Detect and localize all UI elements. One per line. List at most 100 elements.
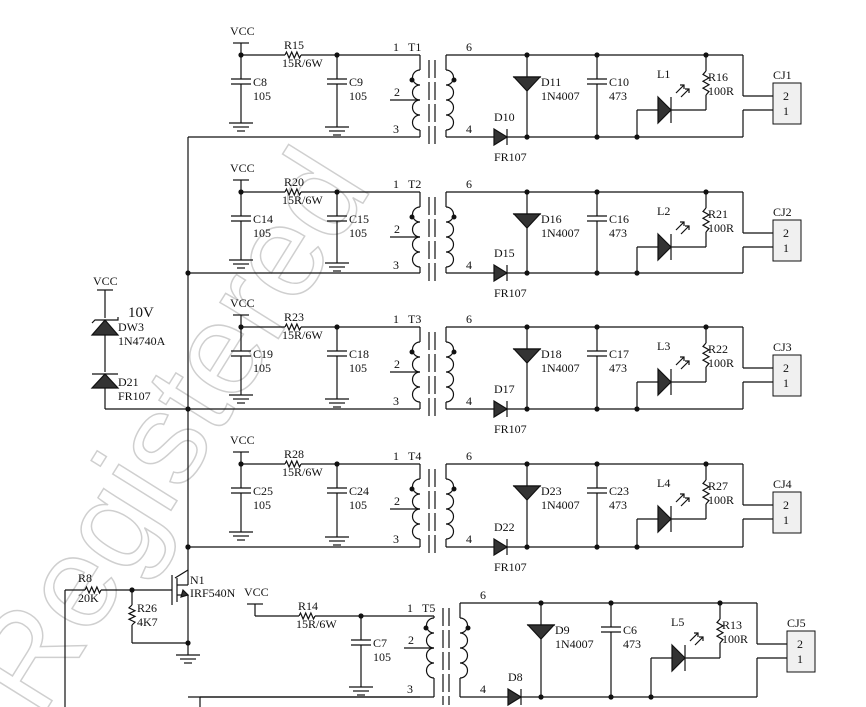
vcc-label: VCC (93, 274, 118, 288)
diode-value: 1N4007 (555, 637, 594, 651)
pin-label: 2 (408, 633, 414, 647)
connector-name: CJ4 (773, 477, 792, 491)
diode-name: D23 (541, 484, 562, 498)
resistor-value: 15R/6W (282, 193, 323, 207)
junction-dot (703, 52, 709, 58)
light-emission-icon (694, 632, 704, 641)
junction-dot (185, 544, 191, 550)
led-symbol (657, 95, 672, 125)
pin-label: 4 (466, 532, 472, 546)
vcc-label: VCC (230, 161, 255, 175)
pin-label: 1 (393, 40, 399, 54)
pin-label: 2 (394, 357, 400, 371)
resistor-value: 100R (708, 356, 734, 370)
vcc-label: VCC (230, 24, 255, 38)
capacitor-value: 105 (349, 498, 367, 512)
connector-name: CJ2 (773, 205, 792, 219)
diode-symbol (507, 687, 523, 707)
resistor-value: 15R/6W (296, 617, 337, 631)
capacitor-name: C6 (623, 623, 637, 637)
resistor-name: R13 (722, 618, 742, 632)
capacitor-value: 105 (253, 89, 271, 103)
resistor-name: R20 (284, 175, 304, 189)
pin-label: 6 (466, 177, 472, 191)
transformer-coil (445, 206, 455, 268)
led-name: L4 (657, 476, 670, 490)
resistor-symbol (284, 459, 302, 469)
connector-name: CJ3 (773, 340, 792, 354)
resistor-value: 15R/6W (282, 465, 323, 479)
polarity-dot (409, 486, 415, 492)
diode-value: FR107 (494, 286, 527, 300)
resistor-name: R22 (708, 342, 728, 356)
diode-symbol (512, 348, 542, 364)
resistor-value: 100R (708, 84, 734, 98)
capacitor-name: C8 (253, 75, 267, 89)
diode-symbol (493, 127, 509, 147)
vcc-label: VCC (244, 585, 269, 599)
resistor-name: R16 (708, 70, 728, 84)
mosfet-arrow (180, 588, 190, 598)
resistor-name: R15 (284, 38, 304, 52)
led-symbol (657, 232, 672, 262)
pin-label: 4 (466, 122, 472, 136)
transformer-name: T5 (422, 601, 435, 615)
diode-symbol (512, 213, 542, 229)
light-emission-icon (680, 356, 690, 365)
light-emission-icon (675, 84, 690, 98)
resistor-symbol (284, 322, 302, 332)
resistor-value: 100R (708, 221, 734, 235)
pin-label: 3 (407, 682, 413, 696)
resistor-value: 100R (722, 632, 748, 646)
diode-value: 1N4007 (541, 361, 580, 375)
connector-cj5 (786, 630, 816, 673)
diode-name: D17 (494, 382, 515, 396)
pin-label: 2 (394, 494, 400, 508)
pulldown-resistor-name: R26 (137, 601, 157, 615)
capacitor-name: C19 (253, 347, 273, 361)
transformer-name: T3 (408, 312, 421, 326)
diode-symbol (493, 263, 509, 283)
pin-label: 6 (480, 588, 486, 602)
resistor-name: R23 (284, 310, 304, 324)
resistor-symbol (298, 611, 316, 621)
capacitor-value: 473 (623, 637, 641, 651)
zener-voltage-label: 10V (128, 305, 154, 321)
vcc-label: VCC (230, 296, 255, 310)
led-name: L5 (671, 615, 684, 629)
led-symbol (671, 643, 686, 673)
capacitor-name: C15 (349, 212, 369, 226)
junction-dot (703, 461, 709, 467)
light-emission-icon (675, 356, 690, 370)
capacitor-name: C7 (373, 636, 387, 650)
light-emission-icon (680, 493, 690, 502)
transformer-coil (445, 478, 455, 540)
connector-pin: 1 (783, 376, 789, 390)
pin-label: 3 (393, 122, 399, 136)
pin-label: 3 (393, 258, 399, 272)
capacitor-value: 473 (609, 498, 627, 512)
resistor-symbol (701, 342, 711, 368)
capacitor-value: 105 (349, 361, 367, 375)
diode-name: D21 (118, 375, 139, 389)
junction-dot (185, 270, 191, 276)
pin-label: 6 (466, 449, 472, 463)
connector-cj2 (772, 219, 802, 262)
connector-pin: 2 (797, 637, 803, 651)
resistor-name: R21 (708, 207, 728, 221)
led-name: L1 (657, 67, 670, 81)
connector-pin: 1 (783, 513, 789, 527)
connector-pin: 2 (783, 361, 789, 375)
diode-value: 1N4007 (541, 89, 580, 103)
capacitor-value: 105 (349, 89, 367, 103)
diode-name: D9 (555, 623, 570, 637)
connector-name: CJ5 (787, 616, 806, 630)
capacitor-name: C23 (609, 484, 629, 498)
led-name: L2 (657, 204, 670, 218)
resistor-symbol (84, 585, 102, 595)
capacitor-value: 473 (609, 226, 627, 240)
capacitor-name: C14 (253, 212, 273, 226)
polarity-dot (409, 77, 415, 83)
diode-name: D8 (508, 670, 523, 684)
